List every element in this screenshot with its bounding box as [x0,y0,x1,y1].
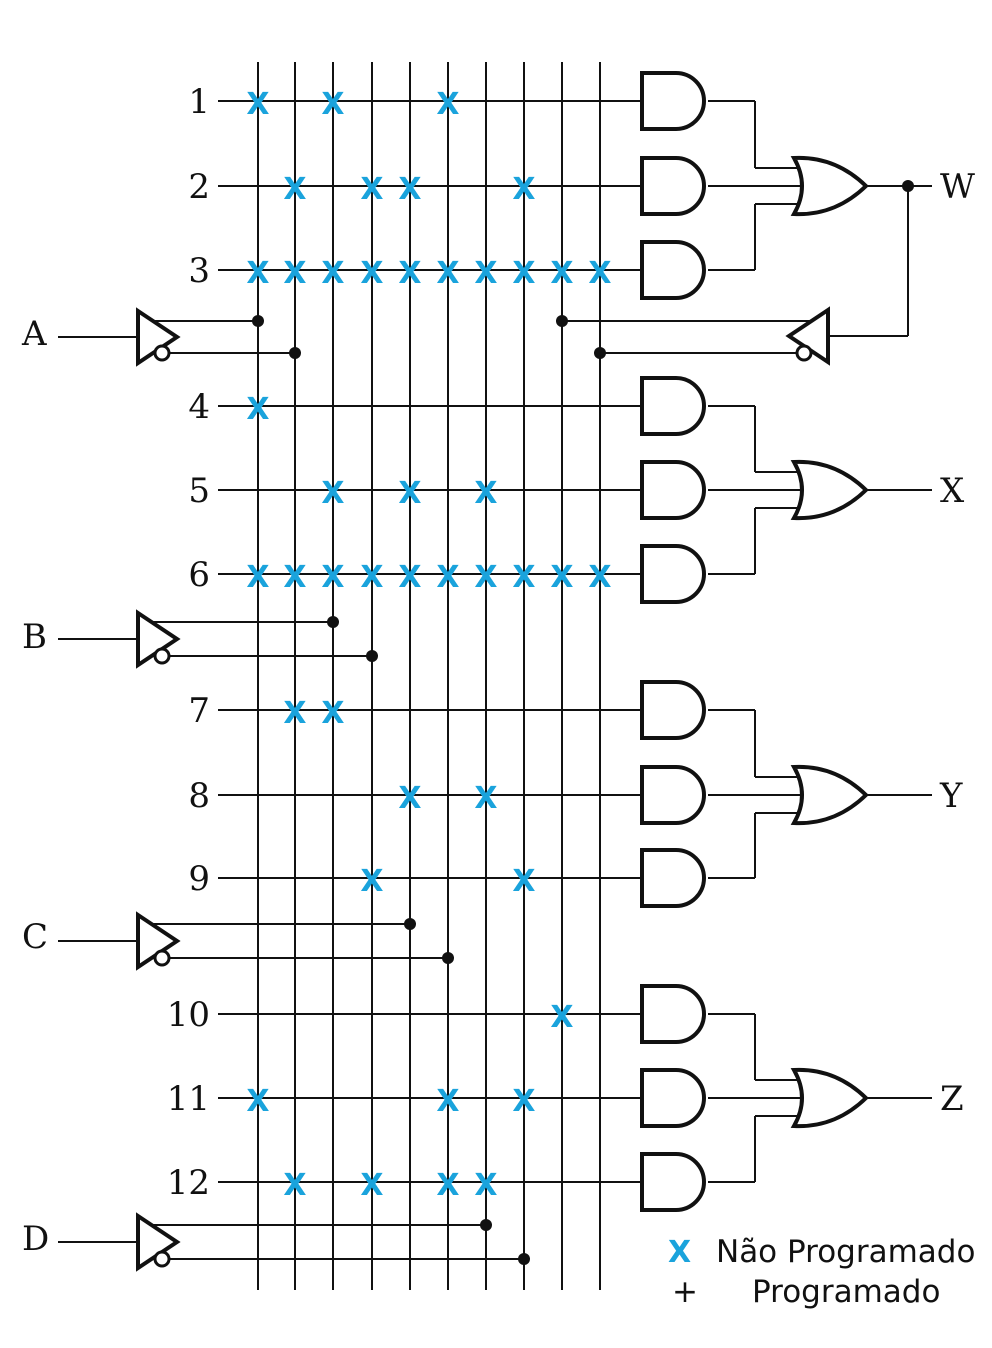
fuse-x-mark: X [550,1000,573,1035]
product-term-label: 8 [188,776,210,816]
junction-dot [366,650,378,662]
fuse-x-mark: X [512,172,535,207]
fuse-x-mark: X [283,256,306,291]
fuse-x-mark: X [246,1084,269,1119]
product-term-label: 6 [188,555,210,595]
or-gate [790,155,869,217]
fuse-x-mark: X [398,476,421,511]
product-term-label: 9 [188,859,210,899]
fuse-x-mark: X [321,256,344,291]
fuse-x-mark: X [246,392,269,427]
fuse-x-mark: X [398,172,421,207]
inverter-bubble-icon [153,647,171,665]
fuse-x-mark: X [512,256,535,291]
fuse-x-mark: X [360,172,383,207]
and-gate [640,460,706,520]
and-gate [640,240,706,300]
junction-dot [289,347,301,359]
inverter-bubble-icon [153,1250,171,1268]
and-gate [640,376,706,436]
fuse-x-mark: X [360,1168,383,1203]
product-term-label: 10 [167,995,210,1035]
junction-dot [404,918,416,930]
fuse-x-mark: X [474,560,497,595]
product-term-label: 7 [188,691,210,731]
fuse-x-mark: X [512,864,535,899]
fuse-x-mark: X [550,256,573,291]
product-term-label: 12 [167,1163,210,1203]
and-gate [640,765,706,825]
product-term-label: 2 [188,167,210,207]
fuse-x-mark: X [283,696,306,731]
and-gate [640,680,706,740]
and-gate [640,156,706,216]
fuse-x-mark: X [436,256,459,291]
or-gate [790,459,869,521]
fuse-x-mark: X [474,781,497,816]
and-gate [640,984,706,1044]
junction-dot [327,616,339,628]
fuse-x-mark: X [321,560,344,595]
product-term-label: 5 [188,471,210,511]
fuse-x-mark: X [512,560,535,595]
product-term-label: 3 [188,251,210,291]
output-label: Y [939,776,963,816]
and-gate [640,1152,706,1212]
fuse-x-mark: X [321,696,344,731]
and-gate [640,848,706,908]
product-term-label: 4 [188,387,210,427]
fuse-x-mark: X [283,172,306,207]
or-gate [790,764,869,826]
and-gate [640,544,706,604]
fuse-x-mark: X [321,476,344,511]
fuse-x-mark: X [246,560,269,595]
fuse-x-mark: X [246,87,269,122]
junction-dot [518,1253,530,1265]
product-term-label: 1 [188,82,210,122]
junction-dot [252,315,264,327]
inverter-bubble-icon [153,344,171,362]
junction-dot [442,952,454,964]
and-gate [640,71,706,131]
fuse-x-mark: X [398,781,421,816]
fuse-x-mark: X [436,87,459,122]
fuse-x-mark: X [398,560,421,595]
input-label: A [21,314,47,354]
fuse-x-mark: X [321,87,344,122]
fuse-x-mark: X [360,560,383,595]
fuse-x-mark: X [246,256,269,291]
junction-dot [556,315,568,327]
fuse-x-mark: X [588,560,611,595]
output-label: Z [940,1079,964,1119]
input-label: B [22,617,47,657]
fuse-x-mark: X [360,256,383,291]
fuse-x-mark: X [474,256,497,291]
fuse-x-mark: X [436,560,459,595]
fuse-x-mark: X [398,256,421,291]
input-label: C [22,917,48,957]
fuse-x-mark: X [436,1084,459,1119]
or-gate [790,1067,869,1129]
fuse-x-mark: X [360,864,383,899]
input-label: D [22,1219,49,1259]
junction-dot [594,347,606,359]
fuse-x-mark: X [474,1168,497,1203]
fuse-x-mark: X [474,476,497,511]
inverter-bubble-icon [795,344,813,362]
output-label: W [940,167,975,207]
fuse-x-mark: X [512,1084,535,1119]
output-label: X [940,471,965,511]
inverter-bubble-icon [153,949,171,967]
fuse-x-mark: X [550,560,573,595]
junction-dot [480,1219,492,1231]
fuse-x-mark: X [283,560,306,595]
product-term-label: 11 [167,1079,210,1119]
and-gate [640,1068,706,1128]
fuse-x-mark: X [588,256,611,291]
fuse-x-mark: X [436,1168,459,1203]
fuse-x-mark: X [283,1168,306,1203]
